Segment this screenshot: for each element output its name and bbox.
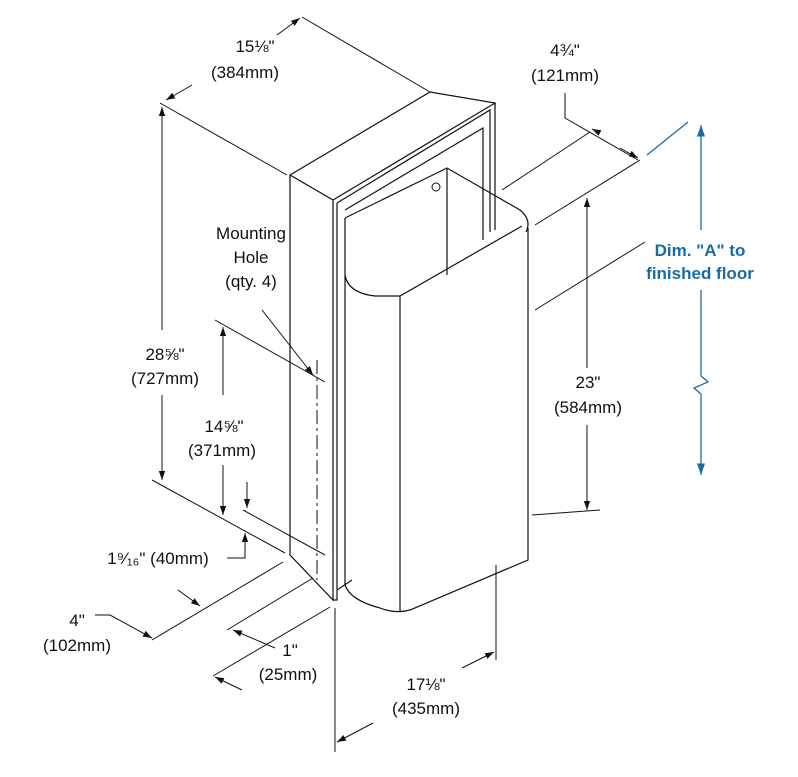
bin-projection-metric: (121mm) [531, 66, 599, 85]
overall-height-metric: (727mm) [131, 369, 199, 388]
width-metric: (435mm) [392, 699, 460, 718]
hole-spacing-metric: (371mm) [188, 441, 256, 460]
hole-offset-label: 1⁹⁄₁₆" (40mm) [107, 549, 208, 568]
waste-bin [344, 167, 529, 613]
hole-spacing-imperial: 14⅝" [204, 417, 243, 436]
mounting-hole-label-2: Hole [234, 248, 269, 267]
wall-depth-metric: (102mm) [43, 636, 111, 655]
bin-height-imperial: 23" [576, 373, 601, 392]
housing [289, 91, 496, 602]
wall-depth-imperial: 4" [69, 611, 85, 630]
mounting-hole-label-1: Mounting [216, 224, 286, 243]
flange-imperial: 1" [282, 641, 298, 660]
dim-a-label-2: finished floor [646, 264, 754, 283]
dim-a-label-1: Dim. "A" to [655, 241, 746, 260]
mounting-hole-label-3: (qty. 4) [225, 272, 277, 291]
screw-icon [431, 182, 441, 192]
overall-height-imperial: 28⅝" [145, 345, 184, 364]
depth-top-imperial: 15⅛" [235, 37, 274, 56]
flange-metric: (25mm) [259, 665, 318, 684]
width-imperial: 17⅛" [406, 675, 445, 694]
bin-height-metric: (584mm) [554, 398, 622, 417]
depth-top-metric: (384mm) [211, 63, 279, 82]
bin-projection-imperial: 4¾" [550, 41, 580, 60]
